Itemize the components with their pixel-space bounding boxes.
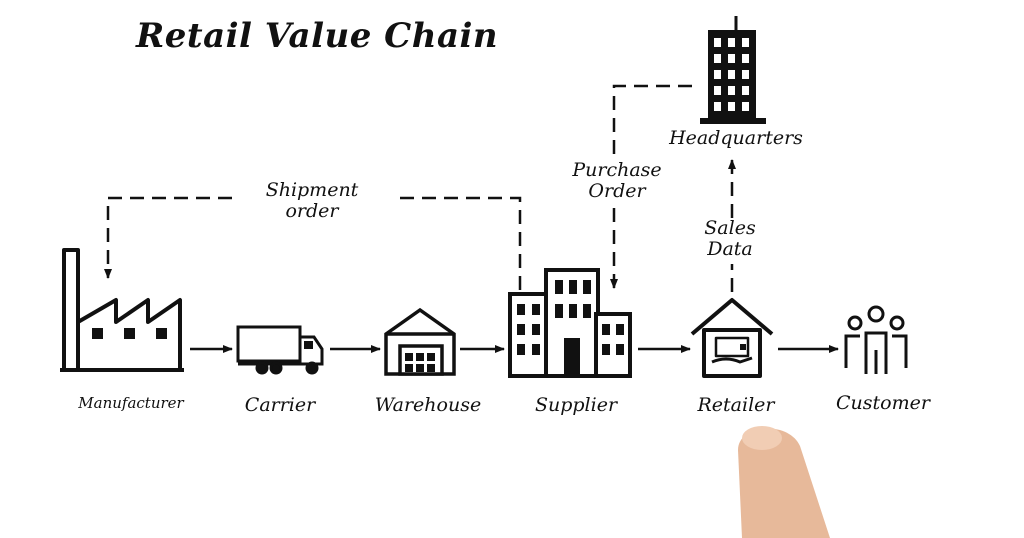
flow-label-sales-line1: Sales bbox=[704, 217, 756, 239]
shipment-order-connector bbox=[392, 196, 522, 290]
flow-label-sales-data: Sales Data bbox=[704, 218, 755, 260]
node-label-supplier: Supplier bbox=[534, 394, 618, 416]
flow-label-purchase-order: Purchase Order bbox=[572, 160, 661, 202]
truck-icon bbox=[236, 325, 324, 375]
node-label-carrier: Carrier bbox=[244, 394, 316, 416]
flow-label-shipment-line2: order bbox=[285, 199, 339, 222]
flow-label-purchase-line2: Order bbox=[588, 179, 646, 202]
factory-icon bbox=[60, 248, 184, 372]
flow-label-shipment-order: Shipment order bbox=[266, 180, 359, 222]
node-label-manufacturer: Manufacturer bbox=[78, 394, 184, 412]
customer-people-icon bbox=[844, 305, 908, 374]
node-label-headquarters: Headquarters bbox=[669, 127, 803, 149]
node-label-warehouse: Warehouse bbox=[374, 394, 482, 416]
node-label-retailer: Retailer bbox=[697, 394, 775, 416]
pointing-finger bbox=[738, 426, 830, 538]
flow-label-sales-line2: Data bbox=[707, 237, 753, 260]
retailer-house-icon bbox=[690, 298, 774, 378]
warehouse-icon bbox=[384, 307, 456, 376]
node-label-customer: Customer bbox=[836, 392, 930, 414]
diagram-title: Retail Value Chain bbox=[136, 16, 499, 56]
purchase-order-connector bbox=[612, 84, 692, 155]
supplier-buildings-icon bbox=[508, 268, 632, 378]
flow-label-shipment-line1: Shipment bbox=[265, 179, 359, 201]
flow-label-purchase-line1: Purchase bbox=[572, 159, 662, 181]
shipment-order-connector-left bbox=[104, 196, 232, 279]
headquarters-tower-icon bbox=[700, 16, 766, 124]
